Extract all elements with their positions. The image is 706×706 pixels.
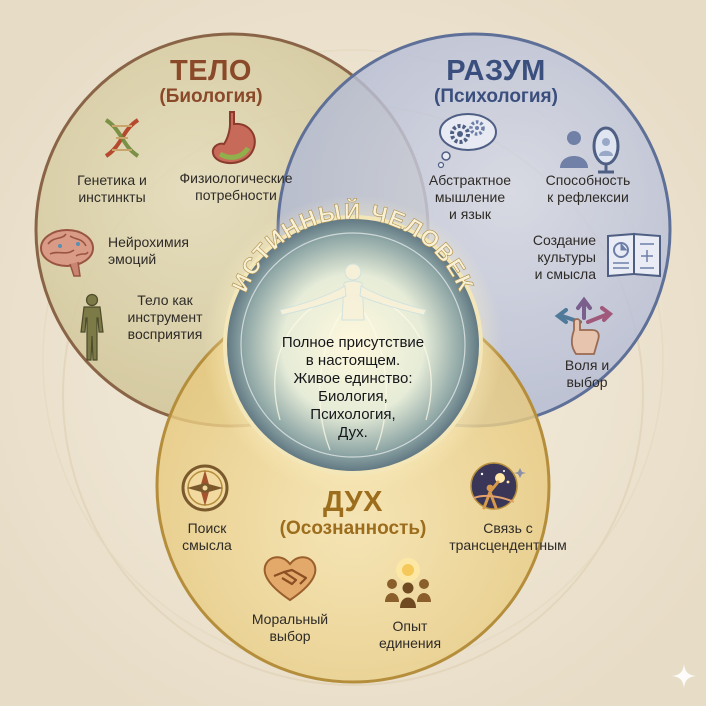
body-subtitle: (Биология)	[159, 86, 263, 107]
mirror-reflection-icon	[560, 126, 620, 174]
cosmos-figure-icon	[470, 462, 526, 510]
spirit-title: ДУХ	[323, 486, 383, 518]
dna-icon	[104, 118, 140, 158]
community-light-icon	[385, 558, 431, 608]
glowing-human-figure	[279, 263, 427, 321]
body-title: ТЕЛО	[170, 55, 252, 87]
center-inner-ring	[240, 232, 466, 458]
mind-subtitle: (Психология)	[434, 86, 558, 107]
center-description: Полное присутствие в настоящем. Живое ед…	[281, 334, 425, 441]
human-body-icon	[80, 293, 104, 361]
spirit-subtitle: (Осознанность)	[279, 518, 427, 539]
handshake-heart-icon	[263, 556, 317, 602]
brain-icon	[40, 229, 94, 277]
choice-arrows-icon	[554, 296, 614, 355]
stomach-icon	[212, 111, 256, 164]
open-book-icon	[607, 232, 661, 278]
mind-title: РАЗУМ	[446, 55, 546, 87]
compass-icon	[181, 464, 229, 512]
center-disc	[223, 215, 483, 475]
sparkle-icon	[672, 664, 696, 688]
gears-thought-icon	[437, 113, 497, 169]
